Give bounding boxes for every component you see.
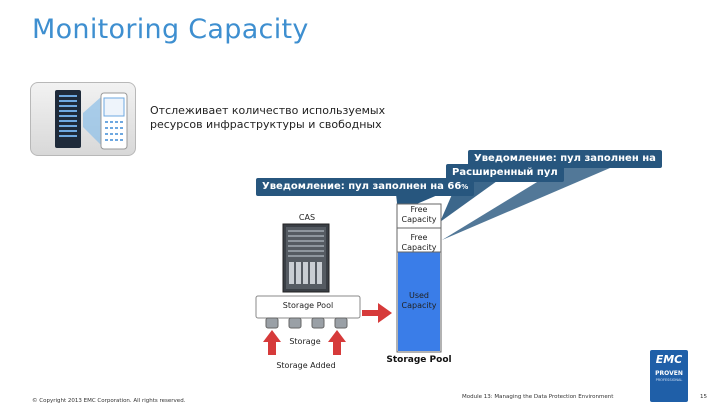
callout-middle: Расширенный пул <box>446 164 564 182</box>
monitoring-icon-box <box>30 82 136 156</box>
storage-pool-left-label: Storage Pool <box>282 301 334 310</box>
callout-middle-text: Расширенный пул <box>452 167 558 178</box>
callout-tail-back <box>442 168 610 240</box>
logo-brand: EMC <box>655 353 683 366</box>
monitoring-icon <box>55 90 128 150</box>
callout-front-suffix: % <box>461 183 469 191</box>
callout-back-text: Уведомление: пул заполнен на <box>474 153 656 164</box>
callout-front-prefix: Уведомление: пул заполнен на <box>262 181 444 192</box>
logo-sub: PROVEN <box>655 370 683 377</box>
storage-pool-left-box <box>255 295 361 319</box>
footer-copyright: © Copyright 2013 EMC Corporation. All ri… <box>32 398 186 404</box>
used-capacity-fill <box>398 252 440 351</box>
arrow-right-icon <box>362 303 392 323</box>
callout-front-value: 66 <box>447 181 462 192</box>
free-capacity-top-label: Free Capacity <box>401 205 437 224</box>
storage-added-arrows <box>263 330 346 355</box>
storage-label: Storage <box>289 337 321 346</box>
cas-server-icon <box>282 223 330 293</box>
free-capacity-label: Free Capacity <box>401 233 437 252</box>
used-capacity-label: Used Capacity <box>401 291 437 310</box>
logo-sub2: PROFESSIONAL <box>655 378 683 382</box>
description-text: Отслеживает количество используемых ресу… <box>150 104 386 131</box>
footer-page-number: 15 <box>700 394 707 400</box>
storage-added-label: Storage Added <box>276 361 336 370</box>
callout-back: Уведомление: пул заполнен на <box>468 150 662 168</box>
page-title: Monitoring Capacity <box>32 14 309 45</box>
callout-front: Уведомление: пул заполнен на 66% <box>256 178 475 196</box>
footer-module: Module 13: Managing the Data Protection … <box>462 394 614 400</box>
storage-pool-right-label: Storage Pool <box>386 355 452 365</box>
disk-icons <box>265 317 348 329</box>
cas-label: CAS <box>298 213 316 222</box>
emc-proven-logo: EMC PROVEN PROFESSIONAL <box>650 350 688 402</box>
